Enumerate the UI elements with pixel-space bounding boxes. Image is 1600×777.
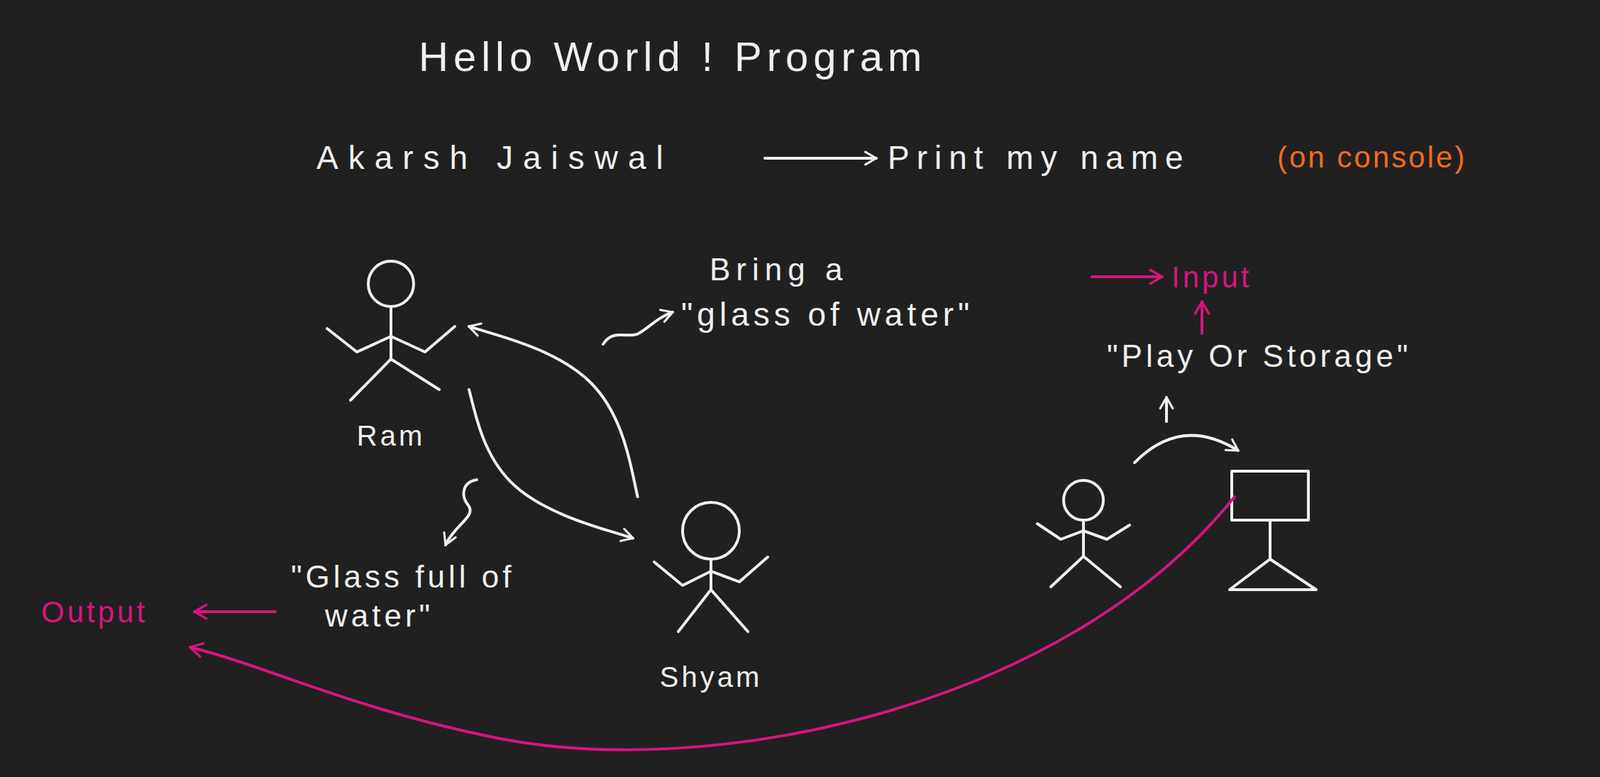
small-up-arrow xyxy=(1165,397,1168,422)
figure-limb xyxy=(678,589,748,632)
figure-limb xyxy=(709,559,713,590)
action-text: Print my name xyxy=(887,138,1191,178)
note-text: (on console) xyxy=(1277,139,1467,176)
figure-head xyxy=(368,261,414,307)
person-name: Shyam xyxy=(632,659,790,694)
action-text: "Play Or Storage" xyxy=(1106,337,1412,376)
figure-limb xyxy=(327,326,455,352)
result-text: "Glass full of water" xyxy=(290,556,538,636)
figure-head xyxy=(682,502,740,560)
up-arrow xyxy=(1200,301,1204,334)
person-name: Ram xyxy=(312,418,470,453)
figure-limb xyxy=(350,359,440,401)
name-text: Akarsh Jaiswal xyxy=(316,138,674,178)
curved-arrow xyxy=(469,389,633,538)
squiggle-arrow xyxy=(603,312,673,345)
output-arrow xyxy=(194,610,276,614)
person-figure xyxy=(1037,480,1130,587)
request-text: Bring a xyxy=(709,251,848,289)
name-arrow xyxy=(764,156,877,160)
input-arrow xyxy=(1091,275,1163,279)
person-node: Ram xyxy=(312,255,470,453)
arc-arrow xyxy=(1134,435,1239,463)
output-curve xyxy=(190,496,1235,750)
page-title: Hello World ! Program xyxy=(418,31,927,82)
request-text: "glass of water" xyxy=(681,295,974,335)
person-node: Shyam xyxy=(632,496,790,694)
figure-limb xyxy=(654,556,768,586)
squiggle-arrow xyxy=(445,479,477,545)
figure-limb xyxy=(389,306,393,360)
input-label: Input xyxy=(1171,259,1252,296)
stick-figure xyxy=(632,496,790,660)
computer-icon xyxy=(1229,471,1317,590)
stick-figure xyxy=(312,255,470,419)
output-label: Output xyxy=(41,594,148,631)
curved-arrow xyxy=(469,326,638,497)
